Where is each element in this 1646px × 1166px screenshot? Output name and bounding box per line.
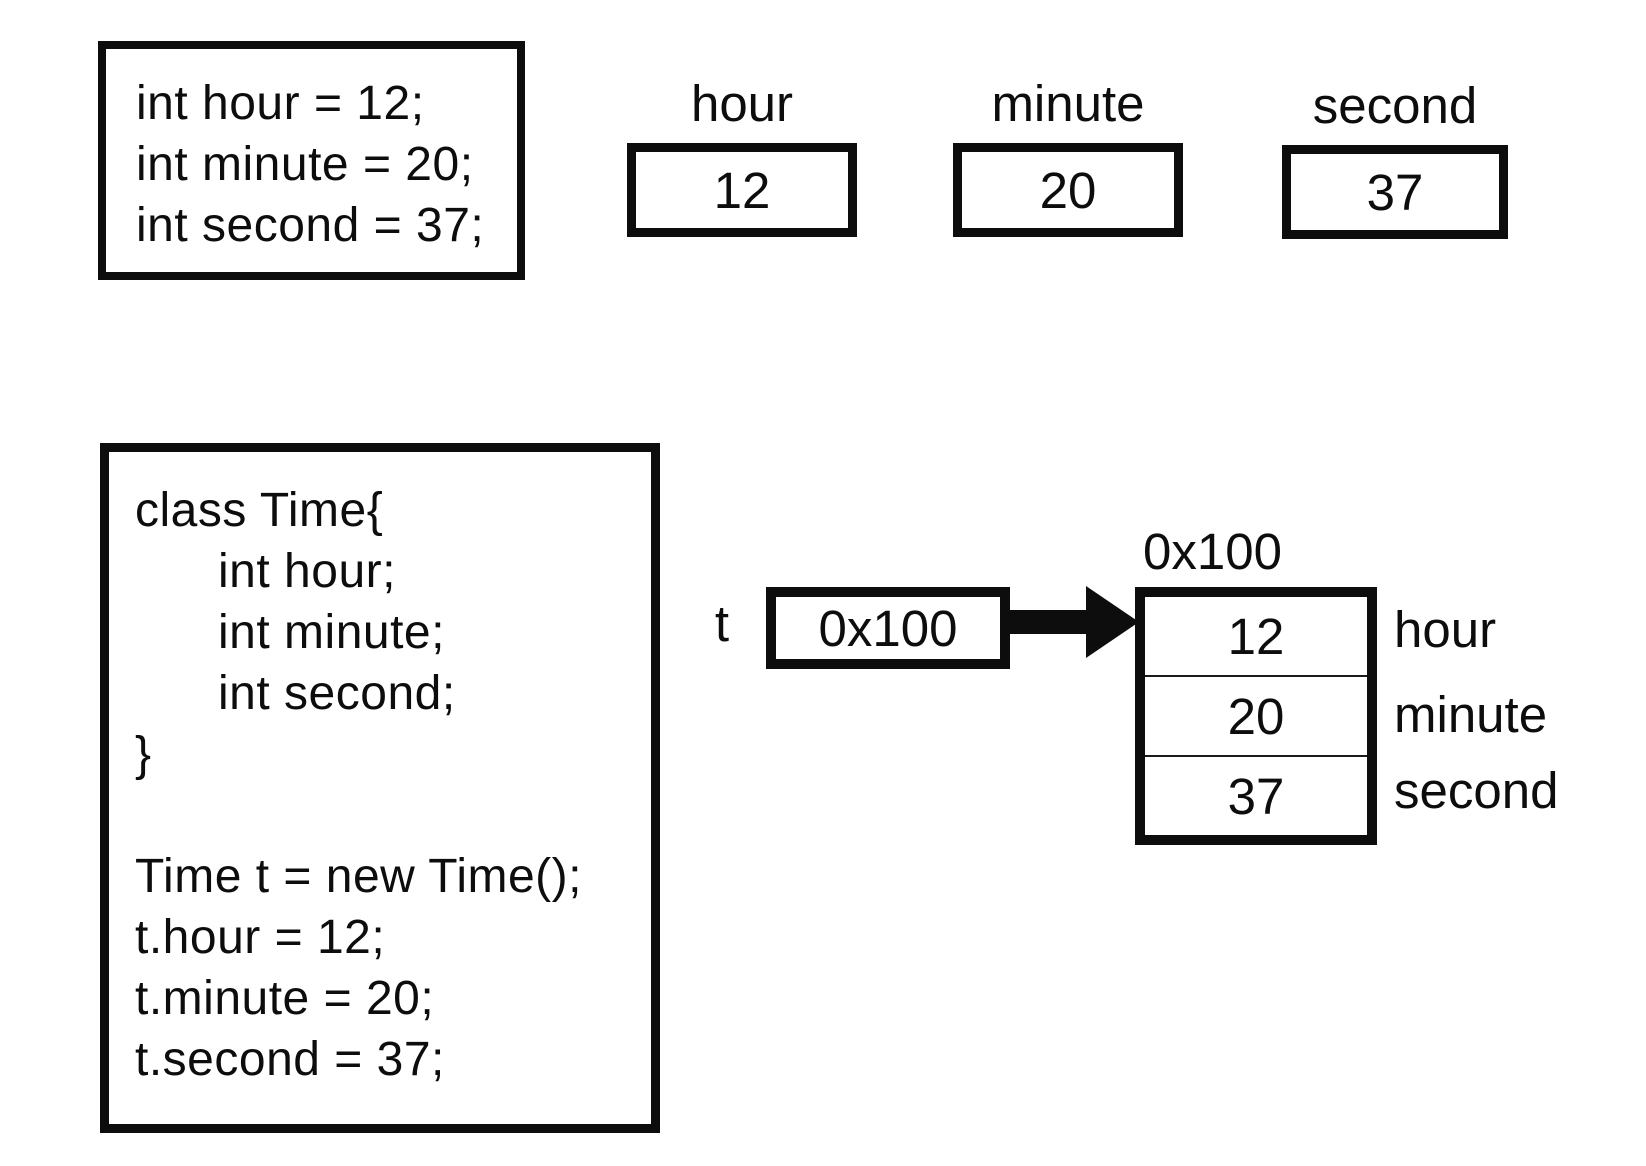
memory-row: 12 [1145,597,1367,675]
arrow-right-icon [1006,586,1139,658]
code-line: int hour = 12; [136,77,425,130]
memory-row: 37 [1145,755,1367,835]
code-line: t.hour = 12; [135,911,386,964]
code-line: Time t = new Time(); [135,850,582,903]
primitive-code-box: int hour = 12; int minute = 20; int seco… [98,41,525,280]
code-line: } [135,728,152,781]
object-address-label: 0x100 [1143,523,1282,580]
reference-value: 0x100 [818,599,958,657]
memory-row: 20 [1145,675,1367,755]
variable-name-label: second [1312,77,1478,134]
variable-name-label: minute [991,75,1145,132]
reference-name-label: t [714,595,730,652]
variable-value: 20 [1039,161,1097,219]
code-line: int second = 37; [136,199,485,252]
variable-name-label: hour [690,75,794,132]
field-name-label: hour [1394,601,1497,658]
code-line: int second; [135,667,456,720]
field-name-label: second [1394,762,1559,819]
variable-second: second 37 [1282,78,1508,239]
variable-value-box: 20 [953,143,1183,237]
variable-value-box: 37 [1282,145,1508,239]
code-line: t.second = 37; [135,1033,445,1086]
code-line: int minute = 20; [136,138,474,191]
code-line: t.minute = 20; [135,972,435,1025]
field-value: 20 [1227,687,1285,745]
code-line: class Time{ [135,484,384,537]
variable-minute: minute 20 [953,76,1183,237]
field-value: 37 [1227,767,1285,825]
reference-value-box: 0x100 [766,587,1010,669]
code-line: int hour; [135,545,396,598]
variable-value: 37 [1366,163,1424,221]
code-line [135,785,651,846]
variable-value: 12 [713,161,771,219]
variable-hour: hour 12 [627,76,857,237]
variable-value-box: 12 [627,143,857,237]
field-value: 12 [1227,607,1285,665]
object-memory-box: 12 20 37 [1135,587,1377,845]
code-line: int minute; [135,606,445,659]
field-name-label: minute [1394,686,1548,743]
class-code-box: class Time{ int hour; int minute; int se… [100,443,660,1133]
